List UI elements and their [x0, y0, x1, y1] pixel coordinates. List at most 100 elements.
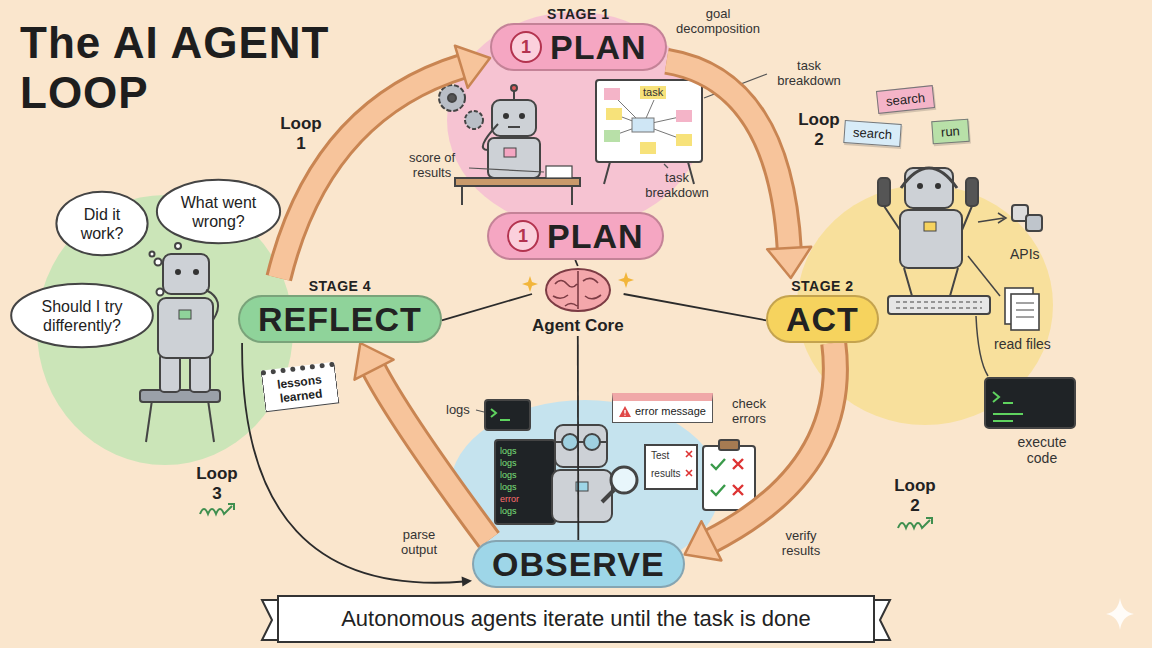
- loop-label: Loop 1: [280, 114, 322, 154]
- thought-bubble: Should I try differently?: [9, 282, 155, 349]
- loop-arrow: [355, 343, 490, 540]
- loop-label: Loop 3: [196, 464, 238, 504]
- note-text: search: [885, 90, 925, 109]
- arrow-body: [710, 343, 836, 542]
- bubble-text: What went wrong?: [176, 193, 262, 231]
- stage-node: 1PLAN: [487, 212, 664, 260]
- thought-bubble-shape: [55, 190, 149, 257]
- stage-name: PLAN: [550, 28, 647, 66]
- window-text: error message: [635, 405, 706, 418]
- arrow-head: [455, 46, 490, 88]
- annotation: task: [640, 86, 666, 99]
- arrow-outline: [710, 343, 836, 542]
- watermark-star: [1106, 598, 1134, 630]
- annotation: Test: [651, 450, 669, 462]
- annotation: goal decomposition: [672, 6, 764, 36]
- stage-heading: STAGE 4: [309, 278, 371, 295]
- loop-squiggles: [200, 504, 932, 528]
- connector-line: [577, 336, 579, 540]
- stage-name: ACT: [786, 300, 859, 338]
- log-line: logs: [500, 506, 517, 516]
- loop-label: Loop 2: [798, 110, 840, 150]
- stage-pill: REFLECT: [238, 295, 442, 343]
- loop-arrow: [685, 343, 836, 560]
- arrow-outline: [373, 368, 489, 540]
- notebook-text: lessons learned: [269, 371, 332, 406]
- annotation: execute code: [1010, 434, 1074, 466]
- thought-text: Did it work?: [71, 205, 133, 243]
- connector-line: [575, 260, 578, 266]
- reflect-robot: [140, 243, 220, 442]
- sticky-note: search: [843, 120, 901, 147]
- sticky-note: search: [876, 85, 935, 114]
- stage-name: OBSERVE: [492, 545, 665, 583]
- stage-node: STAGE 4 REFLECT: [238, 278, 442, 343]
- step-badge: 1: [507, 220, 539, 252]
- thought-bubble: Did it work?: [55, 190, 149, 257]
- annotation: check errors: [722, 396, 776, 426]
- stage-pill: 1PLAN: [490, 23, 667, 71]
- step-badge: 1: [510, 31, 542, 63]
- leader-lines: [469, 74, 767, 412]
- files-icon: [1005, 288, 1039, 330]
- annotation: results: [651, 468, 680, 480]
- arrow-head: [685, 521, 722, 560]
- annotation: score of results: [398, 150, 466, 180]
- annotation: read files: [994, 336, 1051, 352]
- terminal-icon: [985, 378, 1075, 428]
- log-line: logs: [500, 458, 517, 468]
- loop-arrow: [279, 46, 490, 278]
- connector-line: [442, 294, 532, 320]
- log-line: logs: [500, 482, 517, 492]
- stage-pill: OBSERVE: [472, 540, 685, 588]
- connector-path: [577, 336, 579, 540]
- error-window: error message: [612, 393, 713, 423]
- planner-robot: [439, 85, 580, 205]
- annotation: task breakdown: [640, 170, 714, 200]
- stage-node: STAGE 2 ACT: [766, 278, 879, 343]
- stage-name: REFLECT: [258, 300, 422, 338]
- stage-node: STAGE 11PLAN: [490, 6, 667, 71]
- stage-name: PLAN: [547, 217, 644, 255]
- sticky-note: run: [931, 119, 969, 145]
- warning-icon: [619, 406, 631, 417]
- api-icon: [1012, 205, 1042, 231]
- brain-icon: [543, 266, 613, 314]
- connector-path: [442, 294, 532, 320]
- caption-banner: [262, 596, 890, 642]
- arrow-body: [667, 61, 790, 250]
- caption: Autonomous agents iterate until the task…: [280, 596, 872, 642]
- notebook: lessons learned: [261, 362, 340, 413]
- log-line: logs: [500, 470, 517, 480]
- thought-text: What went wrong?: [176, 193, 262, 231]
- connector-path: [242, 343, 464, 583]
- stage-heading: STAGE 1: [547, 6, 609, 23]
- act-robot: [878, 168, 1006, 376]
- bubble-text: Did it work?: [71, 205, 133, 243]
- arrow-outline: [667, 61, 790, 250]
- connector-path: [575, 260, 578, 266]
- arrow-head: [462, 577, 472, 587]
- note-text: run: [940, 123, 960, 139]
- stage-node: OBSERVE: [472, 540, 685, 588]
- arrow-head: [355, 343, 394, 380]
- loop-arrow: [667, 61, 812, 278]
- arrow-head: [767, 247, 811, 278]
- annotation: parse output: [396, 527, 442, 557]
- arrow-body: [373, 368, 489, 540]
- stage-pill: ACT: [766, 295, 879, 343]
- thought-bubble-shape: [9, 282, 155, 349]
- annotation: verify results: [772, 528, 830, 558]
- annotation: APIs: [1010, 246, 1040, 262]
- connector-path: [624, 294, 766, 320]
- connector-line: [242, 343, 472, 587]
- stage-pill: 1PLAN: [487, 212, 664, 260]
- bubble-text: Should I try differently?: [32, 297, 132, 335]
- note-text: search: [853, 125, 893, 143]
- thought-bubble-shape: [155, 178, 282, 245]
- log-line: logs: [500, 446, 517, 456]
- core-label: Agent Core: [532, 316, 624, 336]
- stage-heading: STAGE 2: [791, 278, 853, 295]
- thought-text: Should I try differently?: [32, 297, 132, 335]
